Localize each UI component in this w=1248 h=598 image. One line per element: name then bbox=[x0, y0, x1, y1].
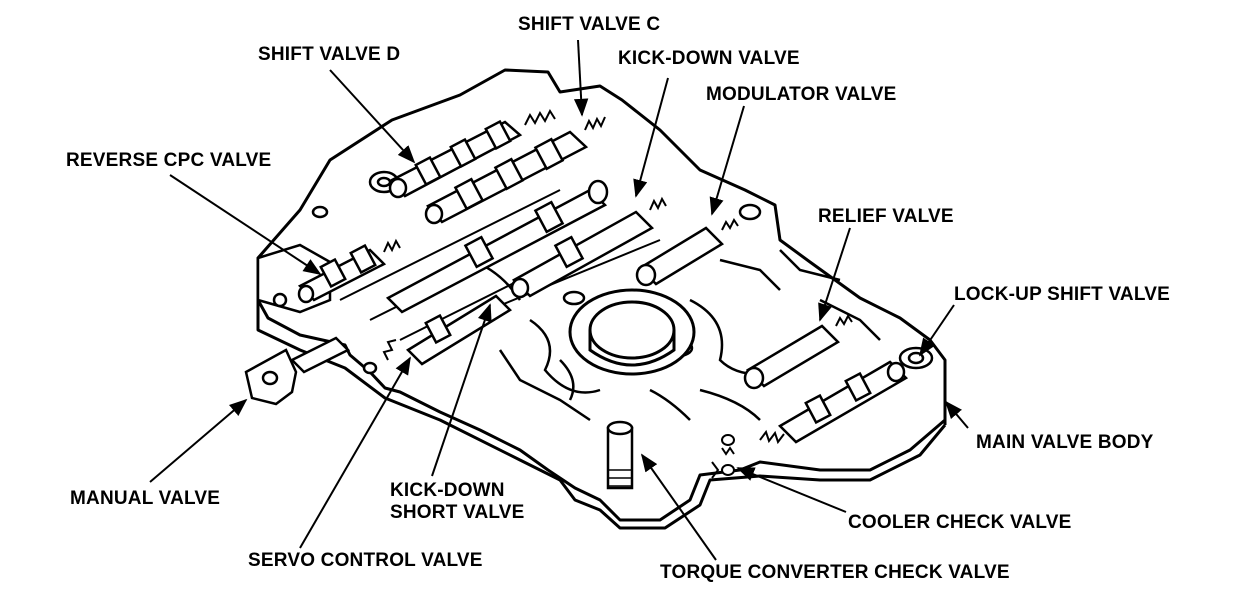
torque-converter-check-valve bbox=[606, 420, 634, 490]
shift-valve-c-spring bbox=[584, 116, 606, 131]
label-kick-down-valve: KICK-DOWN VALVE bbox=[618, 48, 800, 69]
relief-valve-spool bbox=[743, 324, 841, 390]
lock-up-shift-valve-spring bbox=[759, 429, 785, 445]
leader-shift-valve-c bbox=[573, 39, 589, 117]
kick-down-valve-spring bbox=[649, 196, 667, 211]
modulator-valve-spring bbox=[721, 218, 739, 231]
manual-valve-spool bbox=[244, 336, 351, 406]
label-lock-up-shift-valve: LOCK-UP SHIFT VALVE bbox=[954, 284, 1170, 305]
label-relief-valve: RELIEF VALVE bbox=[818, 206, 954, 227]
leader-servo-control-valve bbox=[299, 356, 411, 549]
leader-kick-down-short-valve bbox=[431, 303, 492, 477]
label-shift-valve-d: SHIFT VALVE D bbox=[258, 44, 401, 65]
leader-shift-valve-d bbox=[329, 69, 416, 164]
leader-relief-valve bbox=[818, 227, 851, 322]
leader-lock-up-shift-valve bbox=[918, 304, 955, 357]
leader-reverse-cpc-valve bbox=[169, 174, 322, 275]
label-cooler-check-valve: COOLER CHECK VALVE bbox=[848, 512, 1072, 533]
body-holes bbox=[311, 170, 934, 370]
label-main-valve-body: MAIN VALVE BODY bbox=[976, 432, 1154, 453]
leader-kick-down-valve bbox=[633, 77, 669, 198]
fluid-passages bbox=[469, 249, 881, 422]
label-manual-valve: MANUAL VALVE bbox=[70, 488, 221, 509]
label-servo-control-valve: SERVO CONTROL VALVE bbox=[248, 550, 483, 571]
long-spool bbox=[385, 179, 609, 314]
shift-valve-d-spring bbox=[524, 108, 556, 126]
servo-control-valve-spring bbox=[382, 339, 397, 361]
label-modulator-valve: MODULATOR VALVE bbox=[706, 84, 897, 105]
center-bore bbox=[568, 288, 696, 376]
cooler-check-valve bbox=[711, 434, 735, 479]
leader-manual-valve bbox=[149, 398, 248, 483]
leader-cooler-check-valve bbox=[736, 467, 847, 513]
shift-valve-d-spool bbox=[388, 119, 523, 199]
lock-up-shift-valve-spool bbox=[777, 360, 909, 444]
leader-main-valve-body bbox=[944, 400, 969, 429]
label-shift-valve-c: SHIFT VALVE C bbox=[518, 14, 661, 35]
shift-valve-c-spool bbox=[424, 130, 589, 225]
label-reverse-cpc-valve: REVERSE CPC VALVE bbox=[66, 150, 272, 171]
kick-down-valve-spool bbox=[510, 210, 655, 299]
reverse-cpc-valve-spool bbox=[297, 243, 387, 304]
leader-lines bbox=[149, 39, 969, 561]
leader-torque-converter-check-valve bbox=[640, 453, 717, 561]
reverse-cpc-valve-spring bbox=[383, 238, 401, 253]
leader-modulator-valve bbox=[709, 105, 745, 216]
label-torque-converter-check-valve: TORQUE CONVERTER CHECK VALVE bbox=[660, 562, 1010, 583]
relief-valve-spring bbox=[835, 314, 853, 327]
label-kick-down-short-valve: KICK-DOWN SHORT VALVE bbox=[390, 480, 525, 523]
modulator-valve-spool bbox=[635, 226, 725, 287]
